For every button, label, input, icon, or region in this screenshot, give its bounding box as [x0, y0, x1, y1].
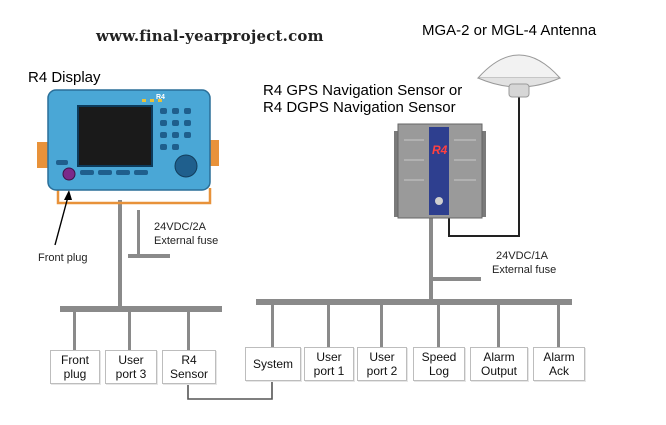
port-label: User port 3 [115, 353, 147, 381]
r4-sensor-unit [394, 123, 486, 219]
left-fuse-text: External fuse [154, 235, 219, 247]
sensor-device-badge: R4 [432, 143, 448, 157]
sensor-title-line2: R4 DGPS Navigation Sensor [263, 99, 456, 116]
port-box-user-port-1: User port 1 [304, 347, 354, 381]
left-fuse-rating: 24VDC/2A [154, 221, 206, 233]
front-plug-arrow [54, 192, 70, 246]
left-fuse-branch [137, 210, 140, 256]
port-label: System [252, 357, 293, 371]
port-label: Speed Log [421, 350, 457, 378]
port-box-user-port-2: User port 2 [357, 347, 407, 381]
left-fuse-stub [128, 254, 170, 258]
front-plug-label: Front plug [38, 252, 88, 264]
r4-display-unit [37, 89, 219, 191]
port-label: Alarm Ack [543, 350, 575, 378]
antenna-title: MGA-2 or MGL-4 Antenna [422, 22, 597, 39]
port-box-system: System [245, 347, 301, 381]
right-trunk [429, 218, 433, 299]
port-label: User port 2 [366, 350, 398, 378]
antenna-dome [476, 54, 562, 98]
display-title: R4 Display [28, 69, 101, 86]
port-box-front-plug: Front plug [50, 350, 100, 384]
port-label: User port 1 [313, 350, 345, 378]
port-box-alarm-ack: Alarm Ack [533, 347, 585, 381]
left-bus-drops [73, 312, 190, 350]
port-label: R4 Sensor [169, 353, 209, 381]
antenna-cable [448, 95, 520, 237]
right-fuse-stub [433, 277, 481, 281]
left-bus-bar [60, 306, 222, 312]
port-label: Alarm Output [480, 350, 518, 378]
left-trunk [118, 200, 122, 306]
display-harness [56, 188, 212, 205]
port-box-alarm-output: Alarm Output [470, 347, 528, 381]
sensor-system-link [187, 372, 273, 400]
port-label: Front plug [60, 353, 89, 381]
port-box-r4-sensor: R4 Sensor [162, 350, 216, 384]
right-fuse-text: External fuse [492, 264, 557, 276]
watermark-text: www.final-yearproject.com [96, 27, 324, 45]
port-box-user-port-3: User port 3 [105, 350, 157, 384]
right-bus-bar [256, 299, 572, 305]
sensor-title-line1: R4 GPS Navigation Sensor or [263, 82, 463, 99]
front-plug-arrowhead [64, 190, 72, 200]
display-device-badge: R4 [156, 94, 165, 101]
right-fuse-rating: 24VDC/1A [496, 250, 548, 262]
right-bus-drops [271, 305, 560, 347]
port-box-speed-log: Speed Log [413, 347, 465, 381]
